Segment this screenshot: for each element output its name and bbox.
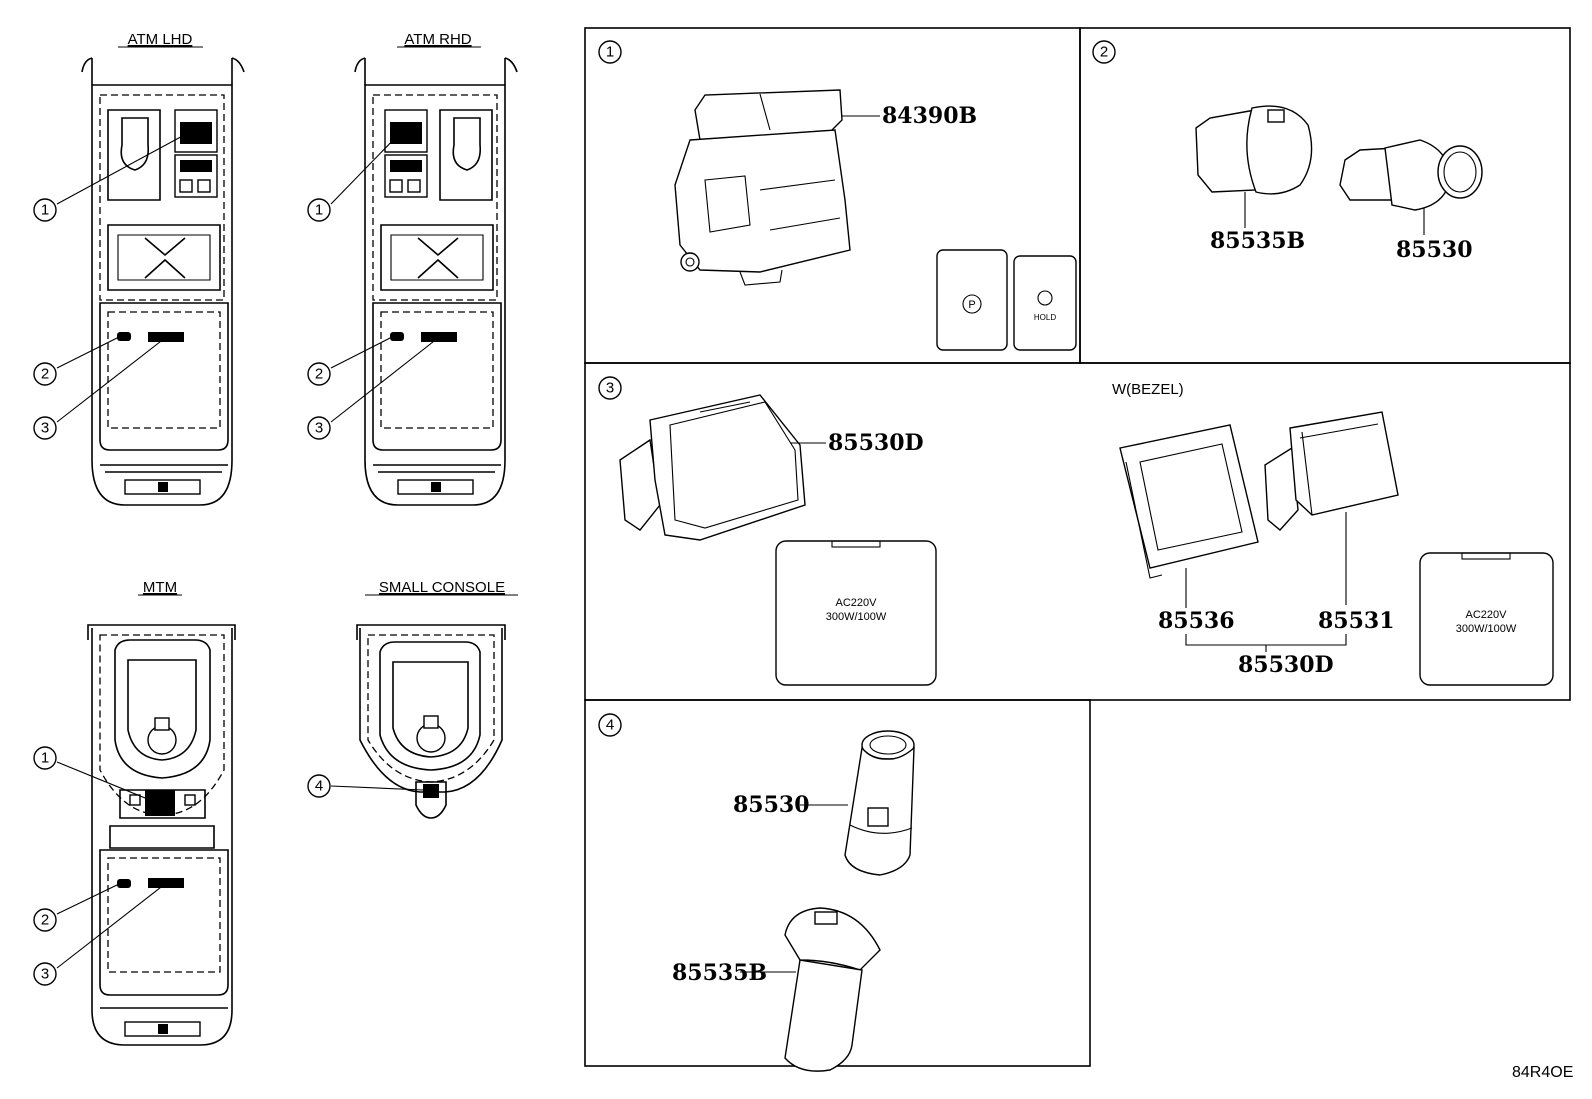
usb-socket-85535B bbox=[1195, 105, 1313, 195]
svg-text:AC220V: AC220V bbox=[1466, 609, 1508, 621]
callout-atm-lhd-1: 1 bbox=[33, 132, 189, 222]
part-85530-label: 85530 bbox=[1396, 237, 1473, 263]
svg-text:3: 3 bbox=[41, 966, 49, 983]
callout-atm-rhd-2: 2 bbox=[307, 336, 393, 386]
svg-text:P: P bbox=[968, 299, 975, 311]
part-85530D-assembly-label: 85530D bbox=[1238, 652, 1334, 678]
parking-brake-switch bbox=[674, 89, 851, 286]
panel-2: 2 85535B 85530 bbox=[1092, 40, 1483, 263]
callout-mtm-2: 2 bbox=[33, 883, 120, 932]
power-outlet-85530-small-console bbox=[844, 730, 915, 876]
svg-text:2: 2 bbox=[41, 366, 49, 383]
view-title-atm-rhd: ATM RHD bbox=[404, 31, 471, 48]
assembly-bracket bbox=[1185, 634, 1347, 652]
bezel-85536 bbox=[1119, 424, 1259, 579]
part-85530D-label: 85530D bbox=[828, 430, 924, 456]
diagram-reference-code: 84R4OE bbox=[1512, 1064, 1573, 1081]
part-85535B-label: 85535B bbox=[1210, 228, 1305, 254]
callout-atm-lhd-2: 2 bbox=[33, 336, 120, 386]
view-title-mtm: MTM bbox=[143, 579, 177, 596]
svg-text:300W/100W: 300W/100W bbox=[1456, 623, 1517, 635]
parking-brake-button-icon: P bbox=[936, 249, 1008, 351]
svg-text:AC220V: AC220V bbox=[836, 597, 878, 609]
power-outlet-85530 bbox=[1339, 139, 1483, 211]
svg-text:1: 1 bbox=[315, 202, 323, 219]
svg-text:2: 2 bbox=[315, 366, 323, 383]
svg-text:2: 2 bbox=[41, 912, 49, 929]
callout-mtm-1: 1 bbox=[33, 746, 151, 801]
brake-hold-button-icon: HOLD bbox=[1013, 255, 1077, 351]
panel-1-number: 1 bbox=[606, 44, 614, 61]
svg-text:4: 4 bbox=[315, 778, 323, 795]
svg-text:1: 1 bbox=[41, 202, 49, 219]
panel-3-number: 3 bbox=[606, 380, 614, 397]
callout-mtm-3: 3 bbox=[33, 883, 166, 986]
variant-label-bezel: W(BEZEL) bbox=[1112, 381, 1184, 398]
view-title-small-console: SMALL CONSOLE bbox=[379, 579, 505, 596]
ac-outlet-cover: AC220V 300W/100W bbox=[775, 540, 937, 686]
svg-text:1: 1 bbox=[41, 750, 49, 767]
svg-text:3: 3 bbox=[41, 420, 49, 437]
console-atm-lhd bbox=[81, 57, 245, 506]
panel-4-number: 4 bbox=[606, 717, 614, 734]
callout-small-console-4: 4 bbox=[307, 774, 424, 798]
panel-2-number: 2 bbox=[1100, 44, 1108, 61]
part-84390B-label: 84390B bbox=[882, 103, 977, 129]
console-mtm bbox=[87, 624, 236, 1046]
console-atm-rhd bbox=[354, 57, 518, 506]
callout-atm-rhd-3: 3 bbox=[307, 337, 439, 440]
part-85531-label: 85531 bbox=[1318, 608, 1395, 634]
socket-85531 bbox=[1264, 411, 1399, 531]
panel-1: 1 84390B P HOLD bbox=[598, 40, 1077, 351]
usb-socket-85535B-small-console bbox=[784, 907, 881, 1072]
ac-outlet-cover-bezel: AC220V 300W/100W bbox=[1419, 552, 1554, 686]
part-85530-small-label: 85530 bbox=[733, 792, 810, 818]
part-85535B-small-label: 85535B bbox=[672, 960, 767, 986]
ac-outlet-85530D bbox=[619, 394, 806, 541]
svg-text:300W/100W: 300W/100W bbox=[826, 611, 887, 623]
callout-atm-rhd-1: 1 bbox=[307, 132, 401, 222]
svg-text:3: 3 bbox=[315, 420, 323, 437]
hold-label: HOLD bbox=[1034, 313, 1056, 322]
panel-3: 3 85530D AC220V 300W/100W W(BEZEL) 85536 bbox=[598, 376, 1554, 686]
console-small bbox=[356, 624, 506, 819]
part-85536-label: 85536 bbox=[1158, 608, 1235, 634]
callout-atm-lhd-3: 3 bbox=[33, 337, 166, 440]
view-title-atm-lhd: ATM LHD bbox=[128, 31, 193, 48]
panel-4: 4 85530 85535B bbox=[598, 713, 915, 1072]
